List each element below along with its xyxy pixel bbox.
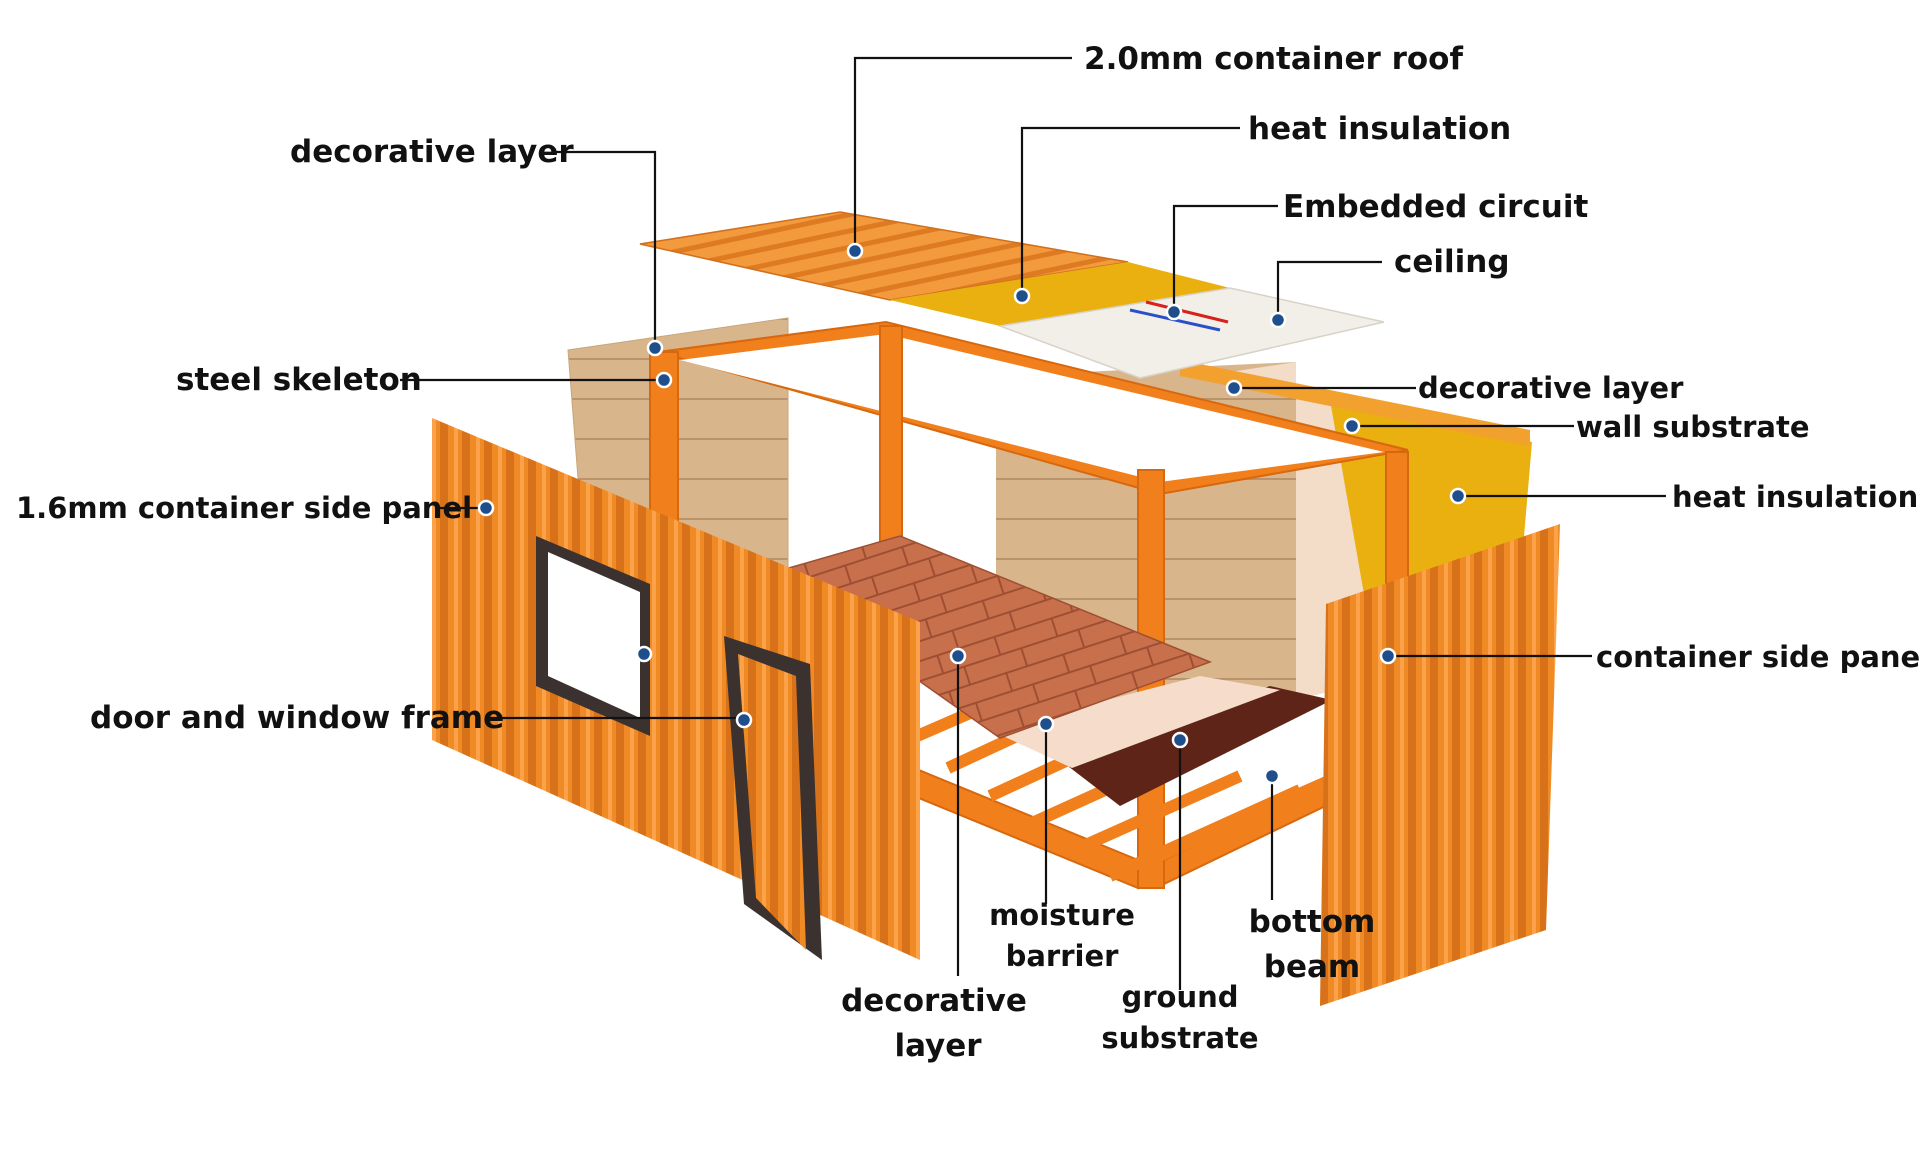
moisture-barrier-panel xyxy=(990,676,1280,768)
label-ground-substrate-line1: ground xyxy=(1121,980,1238,1014)
marker-ceiling xyxy=(1269,311,1287,329)
label-ceiling: ceiling xyxy=(1394,244,1510,280)
roof-heat-insulation-panel xyxy=(890,262,1230,326)
ceiling-panel xyxy=(997,287,1385,379)
label-floor-decorative-line1: decorative xyxy=(841,983,1027,1019)
marker-dots xyxy=(477,242,1467,785)
marker-window-frame xyxy=(635,645,653,663)
label-decorative-layer-left: decorative layer xyxy=(290,134,574,170)
marker-floor-decorative xyxy=(949,647,967,665)
label-steel-skeleton: steel skeleton xyxy=(176,362,422,398)
window-frame xyxy=(536,536,650,736)
right-container-side-panel xyxy=(1320,524,1560,1006)
label-wall-heat-insulation: heat insulation xyxy=(1672,480,1918,514)
floor-decorative-panel xyxy=(766,535,1213,739)
label-decorative-layer-right: decorative layer xyxy=(1418,371,1684,405)
marker-steel-skeleton xyxy=(655,371,673,389)
marker-bottom-beam xyxy=(1263,767,1281,785)
ground-substrate-panel xyxy=(1060,686,1332,806)
labels: 2.0mm container roof heat insulation Emb… xyxy=(16,41,1920,1064)
marker-embedded-circuit xyxy=(1165,303,1183,321)
marker-roof-heat-insulation xyxy=(1013,287,1031,305)
marker-decorative-layer-right xyxy=(1225,379,1243,397)
label-moisture-barrier-line2: barrier xyxy=(1006,939,1120,973)
label-floor-decorative-line2: layer xyxy=(894,1028,982,1064)
wall-top-edge xyxy=(1180,360,1530,446)
label-bottom-beam-line1: bottom xyxy=(1249,904,1376,940)
marker-side-panel-left xyxy=(477,499,495,517)
label-container-roof: 2.0mm container roof xyxy=(1084,41,1463,77)
label-roof-heat-insulation: heat insulation xyxy=(1248,111,1511,147)
label-ground-substrate-line2: substrate xyxy=(1101,1021,1258,1055)
marker-moisture-barrier xyxy=(1037,715,1055,733)
label-embedded-circuit: Embedded circuit xyxy=(1283,189,1588,225)
label-side-panel-left: 1.6mm container side panel xyxy=(16,491,472,525)
label-side-panel-right: container side panel xyxy=(1596,640,1920,674)
label-door-window-frame: door and window frame xyxy=(90,700,504,736)
marker-side-panel-right xyxy=(1379,647,1397,665)
door-frame xyxy=(724,636,822,960)
marker-ground-substrate xyxy=(1171,731,1189,749)
label-bottom-beam-line2: beam xyxy=(1264,949,1360,985)
label-moisture-barrier-line1: moisture xyxy=(989,898,1135,932)
marker-container-roof xyxy=(846,242,864,260)
marker-door-frame xyxy=(735,711,753,729)
marker-wall-substrate xyxy=(1343,417,1361,435)
container-illustration xyxy=(432,211,1560,1006)
marker-decorative-layer-left xyxy=(646,339,664,357)
label-wall-substrate: wall substrate xyxy=(1576,410,1810,444)
marker-wall-heat-insulation xyxy=(1449,487,1467,505)
